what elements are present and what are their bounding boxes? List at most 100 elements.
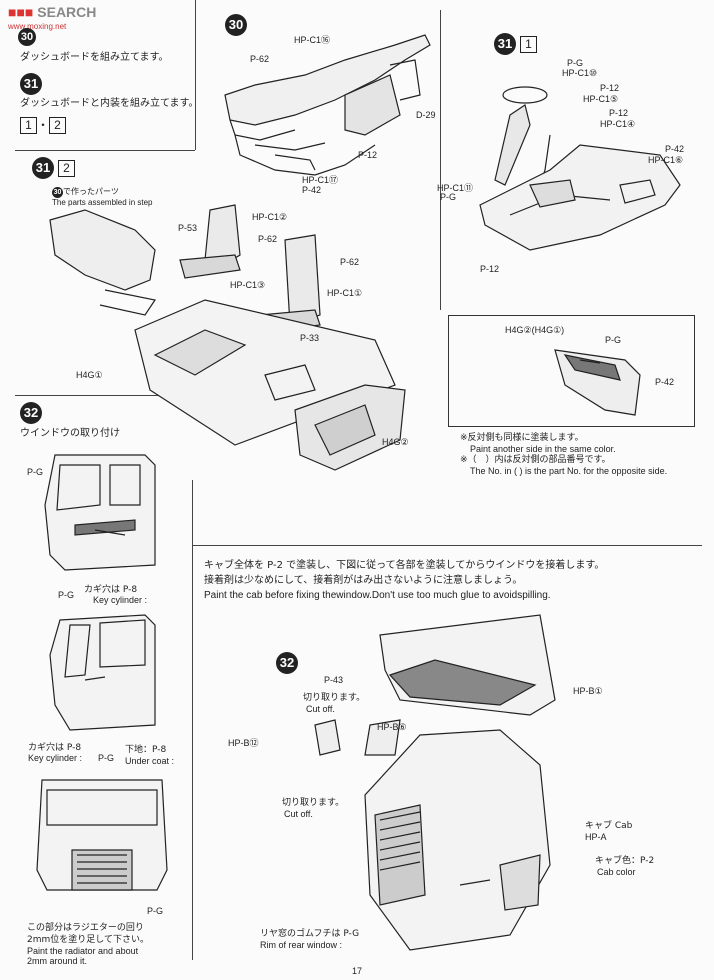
step30-label-d29: D-29 [416,110,436,120]
main-cut1-en: Cut off. [306,704,335,714]
watermark-logo: ■■■ SEARCH [8,4,97,20]
inset-note2-jp: ※（ ）内は反対側の部品番号です。 [460,455,611,465]
step32-left-pc1: P-G [27,467,44,477]
main-cut2-en: Cut off. [284,809,313,819]
step-badge-prev: 30 [18,28,36,46]
door-panel-illustration [554,349,641,416]
divider-top-left [15,150,195,151]
step31-2-label-hpc1-3: HP-C1③ [230,280,266,290]
step32-left-pc3: P-G [98,753,115,763]
divider-bottom-left [192,480,193,960]
step31-1-label-hpc1-11: HP-C1⑪ [437,183,474,193]
step31-2-label-hpc1-2: HP-C1② [252,212,288,222]
main-label-hpb1: HP-B① [573,686,603,696]
dashboard-illustration [224,34,431,176]
step31-1-label-pg2: P-G [440,192,457,202]
step31-2-box: 2 [58,160,75,177]
step30-label-hpc1-16: HP-C1⑯ [294,35,331,45]
radiator-note: この部分はラジエターの回り 2mm位を塗り足して下さい。 Paint the r… [27,922,149,966]
key2-jp: カギ穴は P-8 [28,743,82,753]
step31-1-label-p12-b: P-12 [609,108,629,118]
step31-2-note-en: The parts assembled in step [52,198,153,207]
main-label-hpb12: HP-B⑫ [228,738,259,748]
main-cab-part: HP-A [585,832,607,842]
inset-note1-jp: ※反対側も同様に塗装します。 [460,433,584,443]
main-cab-jp: キャブ Cab [585,821,633,831]
step32-left-pc4: P-G [147,906,164,916]
inset-notes: ※反対側も同様に塗装します。 Paint another side in the… [460,432,667,476]
divider-horizontal-main [192,545,702,546]
step31-2-label-p33: P-33 [300,333,320,343]
step31-1-label-p12-c: P-12 [480,264,500,274]
step31-2-badge: 31 [32,157,54,179]
step31-badge: 31 [20,73,42,95]
step31-1-label-hpc1-5: HP-C1⑤ [583,94,619,104]
inst-en: Paint the cab before fixing thewindow.Do… [204,590,551,601]
inset-title: H4G②(H4G①) [505,325,565,335]
step30-badge: 30 [225,14,247,36]
step30-label-p62: P-62 [250,54,270,64]
step32-left-title: ウインドウの取り付け [20,428,120,439]
inset-label-pg: P-G [605,335,622,345]
watermark-url: www.moxing.net [8,22,67,31]
box-1: 1 [20,117,37,134]
under-jp: 下地：P-8 [125,745,167,755]
box-2: 2 [49,117,67,134]
main-label-p43: P-43 [324,675,344,685]
under-en: Under coat : [125,756,175,766]
radiator-en2: 2mm around it. [27,956,88,966]
step31-1-badge: 31 [494,33,516,55]
step32-left-pc2: P-G [58,590,75,600]
key1-en: Key cylinder : [93,595,148,605]
step31-2-label-h4g2: H4G② [382,437,409,447]
radiator-jp2: 2mm位を塗り足して下さい。 [27,935,149,945]
cab-side-illustration-1 [44,454,156,571]
step31-2-label-p53: P-53 [178,223,198,233]
divider-mid [15,395,195,396]
step31-text: ダッシュボードと内装を組み立てます。 [20,98,199,109]
step31-1-label-hpc1-4: HP-C1④ [600,119,636,129]
cab-shell-illustration [314,614,556,951]
box-dot: ・ [37,118,50,132]
step30-label-p12: P-12 [358,150,378,160]
step31-1-label-p12-a: P-12 [600,83,620,93]
main-rear-en: Rim of rear window : [260,940,343,950]
step32-main-badge: 32 [276,652,298,674]
inst-jp2: 接着剤は少なめにして、接着剤がはみ出さないように注意しましょう。 [204,575,523,586]
radiator-jp1: この部分はラジエターの回り [27,923,144,933]
step31-1-label-pg: P-G [567,58,584,68]
step31-1-label-p42: P-42 [665,144,685,154]
inset-label-p42: P-42 [655,377,675,387]
main-cabcolor-en: Cab color [597,867,636,877]
step31-1-label-hpc1-10: HP-C1⑩ [562,68,598,78]
interior-assembly-illustration [49,204,406,471]
inst-jp1: キャブ全体を P-2 で塗装し、下図に従って各部を塗装してからウインドウを接着し… [204,560,605,571]
main-rear-jp: リヤ窓のゴムフチは P-G [260,929,360,939]
inset-note2-en: The No. in ( ) is the part No. for the o… [470,466,668,476]
step31-2-label-p62-b: P-62 [340,257,360,267]
floor-steering-illustration [479,86,681,251]
page-number: 17 [352,966,363,976]
main-cut1-jp: 切り取ります。 [303,693,366,703]
step31-2-label-p62-a: P-62 [258,234,278,244]
main-cabcolor-jp: キャブ色：P-2 [595,856,655,866]
radiator-en1: Paint the radiator and about [27,946,139,956]
key2-en: Key cylinder : [28,753,83,763]
step31-2-note-badge: 30 [52,187,63,198]
step31-2-label-h4g1: H4G① [76,370,103,380]
step32-left-badge: 32 [20,402,42,424]
key1-jp: カギ穴は P-8 [84,585,138,595]
cab-side-illustration-2 [49,614,156,731]
divider-vertical-right [440,10,441,310]
step31-2-note-jp: で作ったパーツ [63,187,119,196]
step31-1-box: 1 [520,36,537,53]
inset-note1-en: Paint another side in the same color. [470,444,616,454]
step-a-text: ダッシュボードを組み立てます。 [20,52,169,63]
divider-vertical-left [195,0,196,150]
step31-boxes: 1・2 [20,114,67,134]
main-cut2-jp: 切り取ります。 [282,798,345,808]
step30-label-hpc1-17: HP-C1⑰ [302,175,339,185]
main-label-hpb6: HP-B⑥ [377,722,407,732]
step30-label-p42: P-42 [302,185,322,195]
